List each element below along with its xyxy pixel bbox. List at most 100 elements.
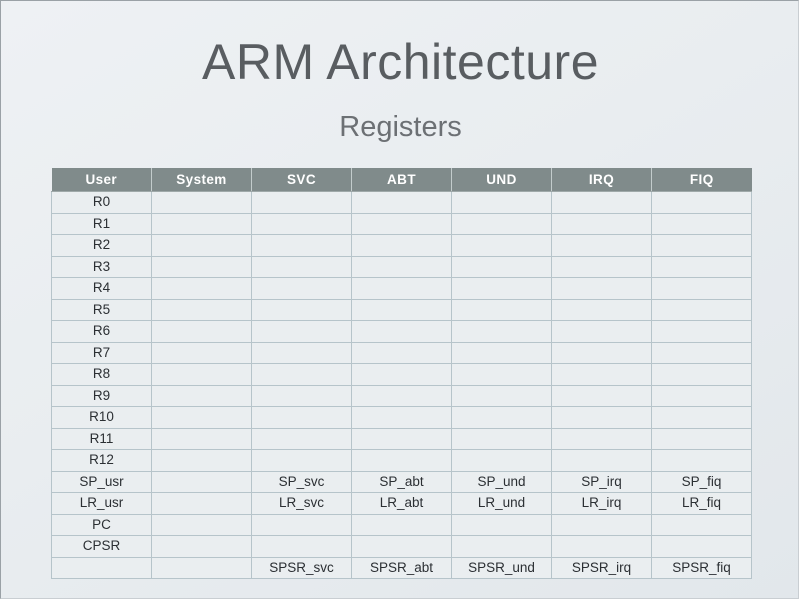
register-cell-lr_svc: LR_svc — [251, 492, 352, 515]
column-header-abt[interactable]: ABT — [351, 168, 452, 192]
register-cell-empty — [551, 191, 652, 214]
register-cell-empty — [151, 535, 252, 558]
register-cell-empty — [351, 514, 452, 536]
register-cell-empty — [151, 191, 252, 214]
register-cell-empty — [151, 385, 252, 407]
register-cell-empty — [451, 277, 552, 300]
register-cell-empty — [251, 320, 352, 343]
register-cell-empty — [351, 449, 452, 472]
register-cell-empty — [551, 234, 652, 257]
table-row: CPSR — [51, 535, 752, 558]
table-row: R10 — [51, 406, 752, 429]
register-cell-pc: PC — [51, 514, 152, 536]
register-cell-empty — [251, 514, 352, 536]
table-row: R4 — [51, 277, 752, 300]
column-header-system[interactable]: System — [151, 168, 252, 192]
register-cell-lr_und: LR_und — [451, 492, 552, 515]
register-cell-empty — [251, 406, 352, 429]
column-header-irq[interactable]: IRQ — [551, 168, 652, 192]
register-cell-spsr_und: SPSR_und — [451, 557, 552, 579]
register-cell-empty — [451, 342, 552, 364]
register-cell-empty — [251, 256, 352, 278]
register-cell-empty — [51, 557, 152, 579]
register-cell-empty — [251, 213, 352, 235]
register-cell-empty — [151, 492, 252, 515]
register-cell-empty — [551, 320, 652, 343]
register-cell-empty — [651, 277, 752, 300]
register-cell-sp_und: SP_und — [451, 471, 552, 493]
table-row: R5 — [51, 299, 752, 321]
register-cell-empty — [551, 213, 652, 235]
register-cell-empty — [551, 256, 652, 278]
register-cell-empty — [151, 514, 252, 536]
register-cell-empty — [551, 277, 652, 300]
register-cell-empty — [451, 234, 552, 257]
register-cell-empty — [151, 277, 252, 300]
register-cell-empty — [151, 363, 252, 386]
table-row: R8 — [51, 363, 752, 386]
register-cell-lr_usr: LR_usr — [51, 492, 152, 515]
register-cell-empty — [351, 256, 452, 278]
column-header-und[interactable]: UND — [451, 168, 552, 192]
register-cell-empty — [451, 213, 552, 235]
register-cell-empty — [651, 342, 752, 364]
register-cell-lr_abt: LR_abt — [351, 492, 452, 515]
register-cell-empty — [451, 385, 552, 407]
register-cell-empty — [151, 406, 252, 429]
table-row: R0 — [51, 191, 752, 214]
register-cell-empty — [451, 191, 552, 214]
register-cell-r6: R6 — [51, 320, 152, 343]
table-row: R2 — [51, 234, 752, 257]
register-cell-empty — [651, 535, 752, 558]
register-cell-spsr_fiq: SPSR_fiq — [651, 557, 752, 579]
register-cell-empty — [351, 191, 452, 214]
register-cell-empty — [151, 299, 252, 321]
register-cell-empty — [251, 191, 352, 214]
register-cell-empty — [351, 535, 452, 558]
register-cell-cpsr: CPSR — [51, 535, 152, 558]
register-cell-sp_svc: SP_svc — [251, 471, 352, 493]
register-cell-empty — [451, 514, 552, 536]
register-cell-empty — [151, 428, 252, 450]
register-cell-empty — [351, 363, 452, 386]
register-cell-empty — [251, 277, 352, 300]
register-cell-empty — [251, 535, 352, 558]
register-cell-empty — [451, 535, 552, 558]
register-cell-empty — [651, 234, 752, 257]
register-cell-empty — [251, 363, 352, 386]
register-cell-empty — [251, 385, 352, 407]
column-header-svc[interactable]: SVC — [251, 168, 352, 192]
table-row: R11 — [51, 428, 752, 450]
register-cell-empty — [151, 213, 252, 235]
register-cell-empty — [551, 385, 652, 407]
register-cell-empty — [251, 428, 352, 450]
register-cell-empty — [551, 363, 652, 386]
register-cell-sp_abt: SP_abt — [351, 471, 452, 493]
register-cell-r12: R12 — [51, 449, 152, 472]
register-cell-spsr_svc: SPSR_svc — [251, 557, 352, 579]
register-cell-empty — [351, 342, 452, 364]
register-cell-empty — [451, 299, 552, 321]
register-cell-r4: R4 — [51, 277, 152, 300]
column-header-user[interactable]: User — [51, 168, 152, 192]
register-cell-empty — [351, 406, 452, 429]
register-cell-empty — [351, 320, 452, 343]
register-cell-empty — [651, 363, 752, 386]
column-header-fiq[interactable]: FIQ — [651, 168, 752, 192]
register-cell-empty — [451, 406, 552, 429]
register-cell-empty — [451, 256, 552, 278]
register-cell-empty — [651, 406, 752, 429]
register-cell-empty — [151, 256, 252, 278]
register-cell-r8: R8 — [51, 363, 152, 386]
register-cell-empty — [451, 428, 552, 450]
register-cell-empty — [351, 299, 452, 321]
register-cell-empty — [451, 320, 552, 343]
register-cell-empty — [251, 342, 352, 364]
